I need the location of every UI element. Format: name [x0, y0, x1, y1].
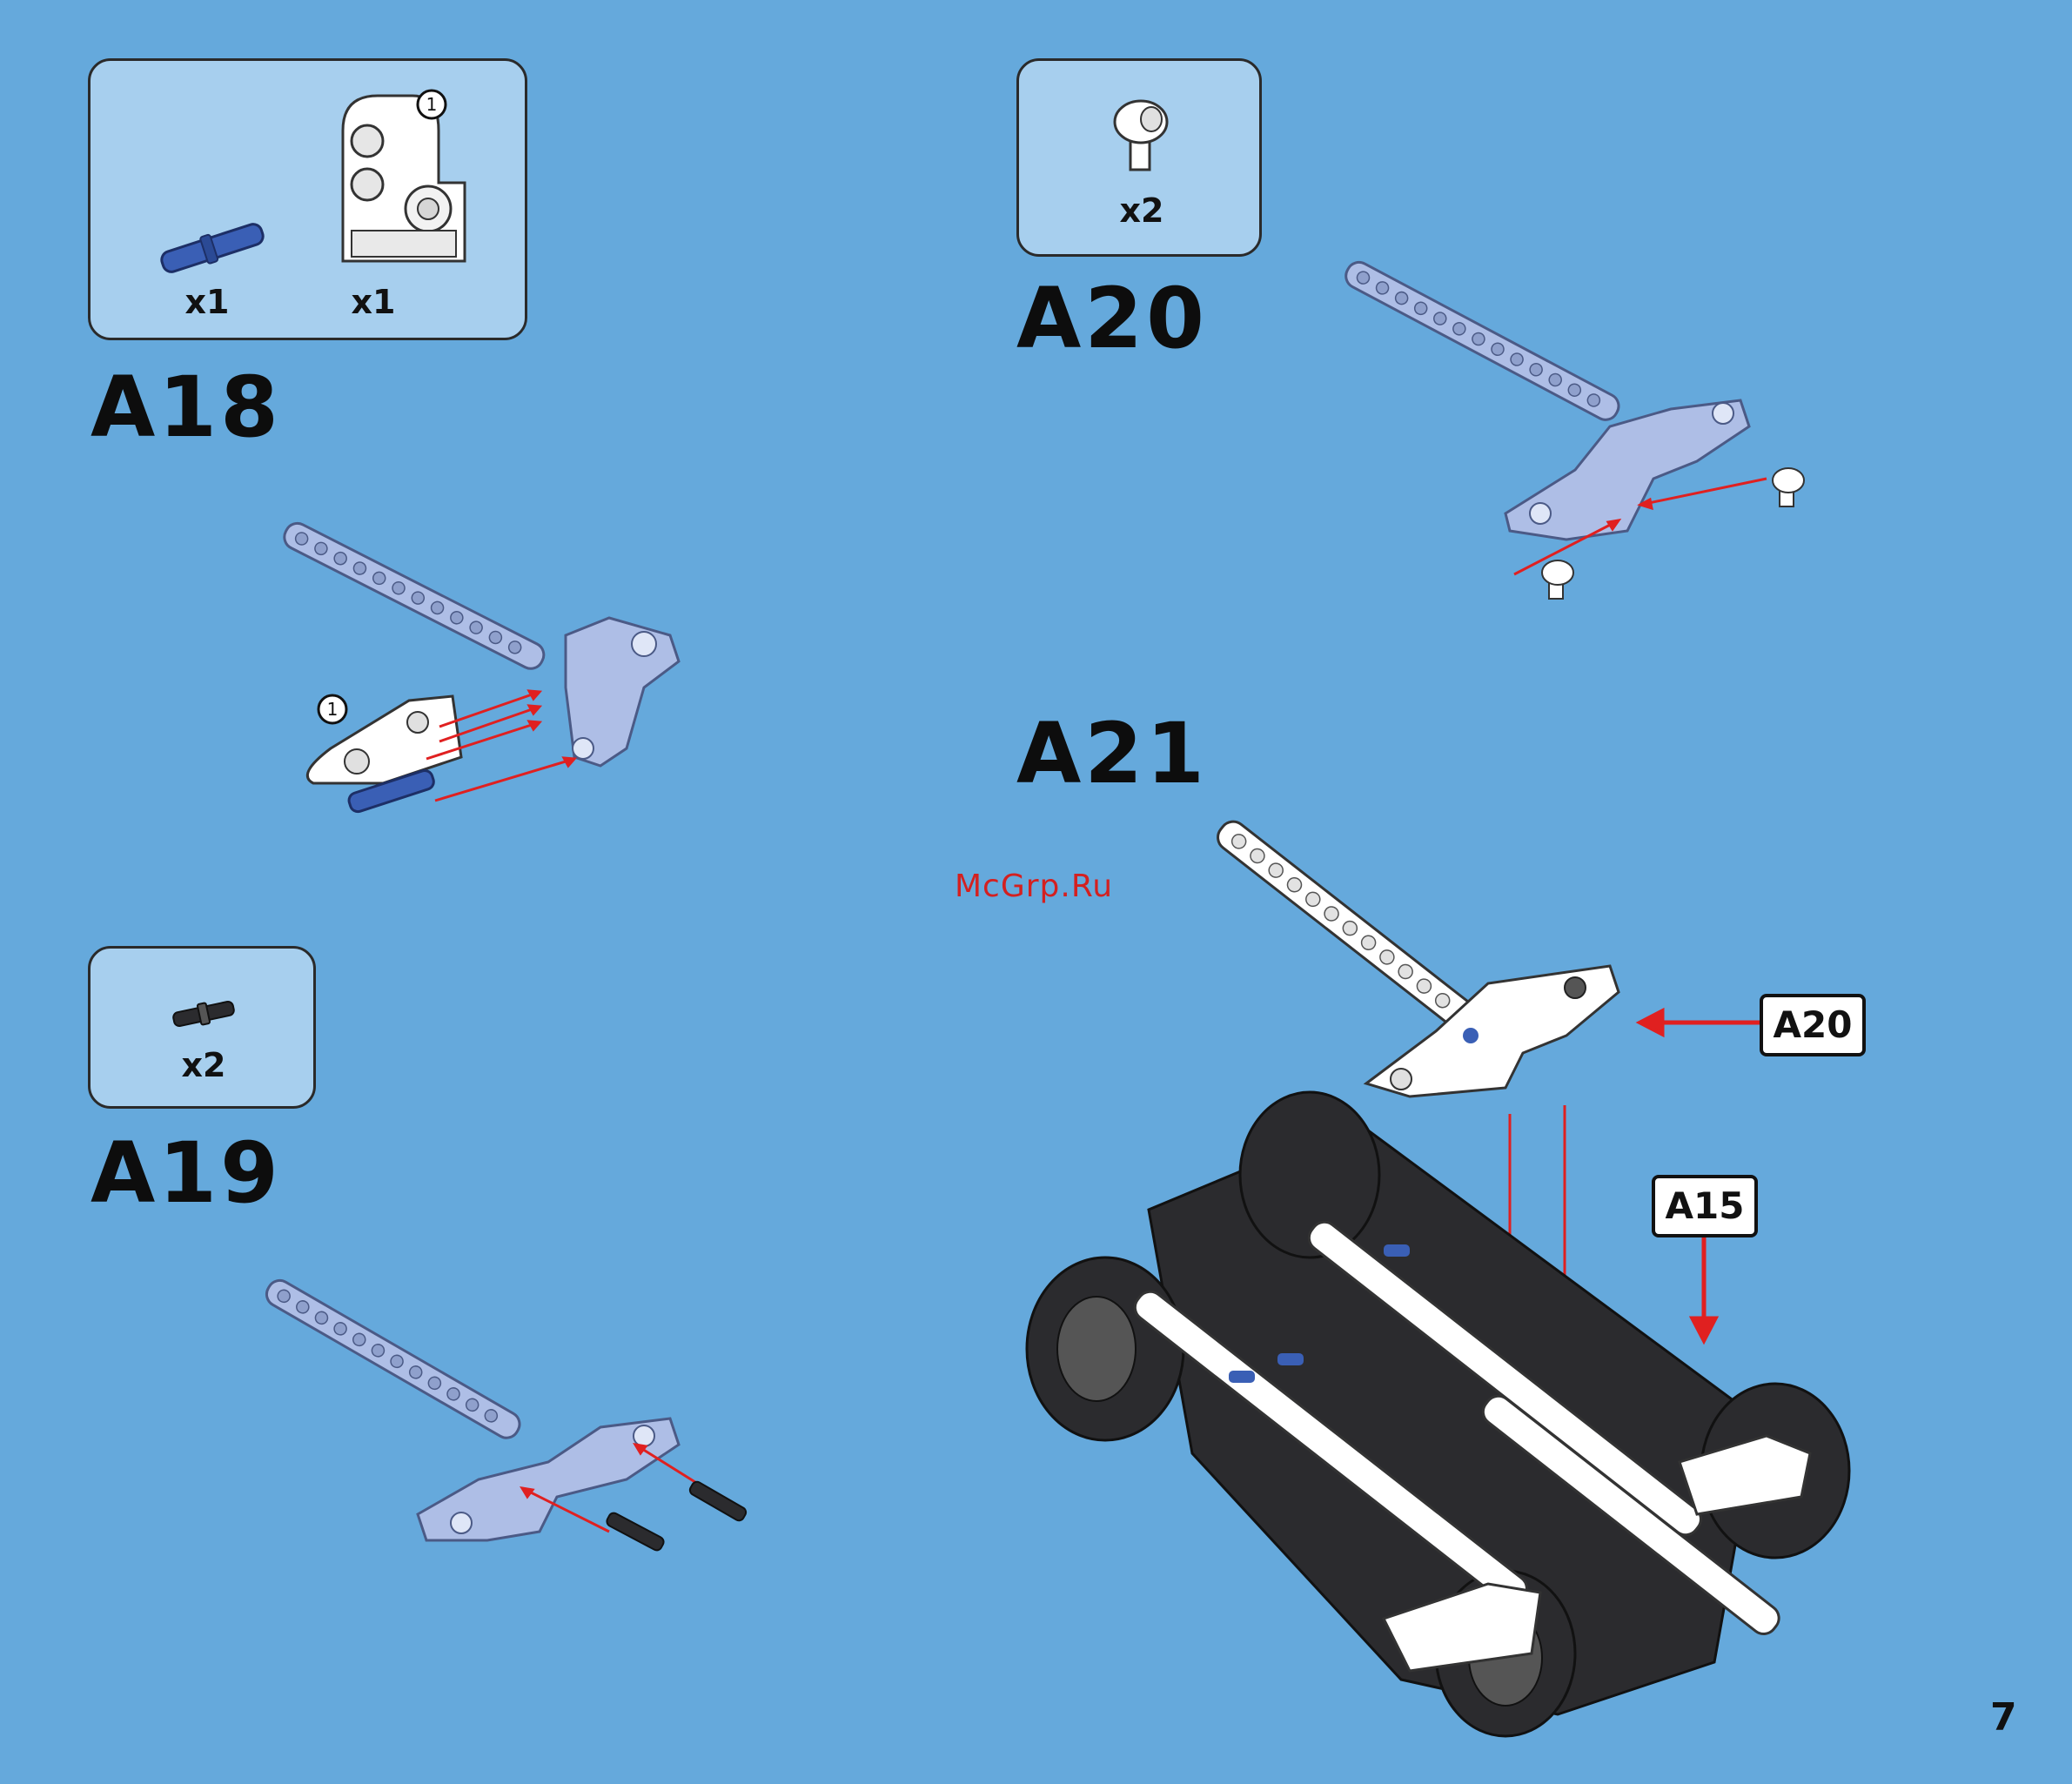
callout-a15: A15	[1652, 1175, 1758, 1237]
qty-blue-pin: x1	[155, 283, 259, 321]
white-connector-icon	[317, 78, 482, 278]
parts-box-a18: x1 1 x1	[88, 58, 527, 340]
callout-a20: A20	[1760, 994, 1866, 1056]
parts-box-a20: x2	[1016, 58, 1262, 257]
blue-pin-icon	[151, 222, 273, 274]
step-title-a20: A20	[1016, 277, 1208, 360]
assembly-illustration-a21	[1001, 809, 1923, 1784]
qty-white-connector: x1	[321, 283, 426, 321]
step-title-a21: A21	[1016, 712, 1208, 795]
page-number: 7	[1990, 1695, 2017, 1740]
assembly-illustration-a19	[261, 1271, 748, 1584]
parts-box-a19: x2	[88, 946, 316, 1109]
step-title-a18: A18	[91, 366, 282, 449]
black-pin-icon	[169, 996, 238, 1031]
part-number-marker-text: 1	[426, 94, 438, 115]
assembly-marker-text: 1	[327, 699, 339, 720]
assembly-illustration-a20	[1340, 252, 1827, 627]
qty-white-axle-connector: x2	[1090, 191, 1194, 230]
part-number-marker: 1	[414, 87, 449, 122]
watermark: McGrp.Ru	[955, 869, 1113, 904]
qty-black-pin: x2	[151, 1046, 256, 1084]
assembly-illustration-a18: 1	[278, 513, 714, 827]
step-title-a19: A19	[91, 1131, 282, 1215]
white-axle-connector-icon	[1106, 91, 1176, 178]
